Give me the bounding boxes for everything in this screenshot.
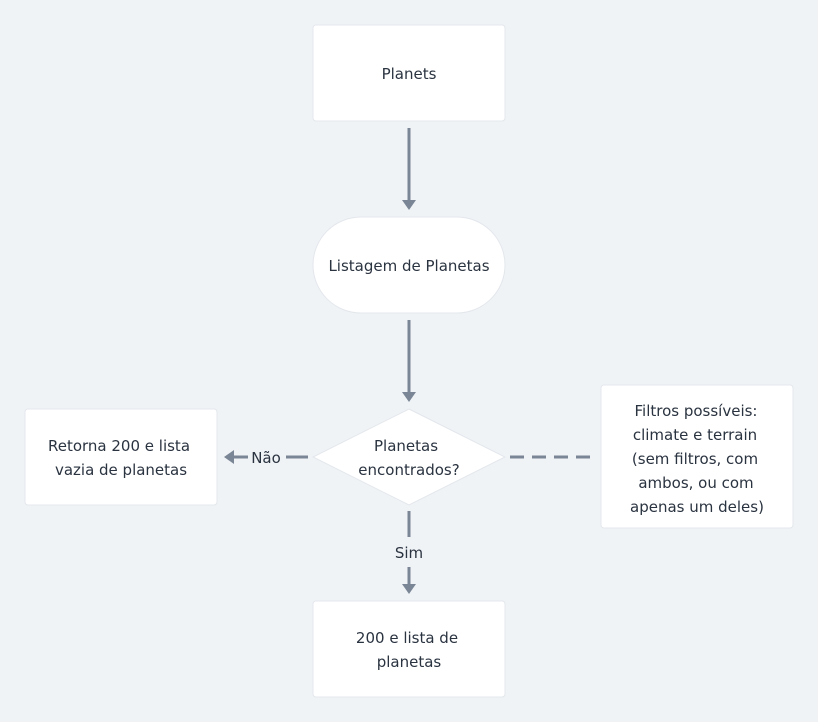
node-note-box (600, 384, 794, 529)
arrowhead-planets-to-listagem (402, 200, 416, 210)
node-note-label-line1: Filtros possíveis: (635, 402, 758, 420)
node-result: 200 e lista de planetas (312, 600, 506, 698)
node-note-label-line2: climate e terrain (633, 426, 757, 444)
edge-label-yes: Sim (395, 544, 423, 562)
node-result-label-line2: planetas (377, 653, 442, 671)
node-note-label-line3: (sem filtros, com (632, 450, 758, 468)
node-planets: Planets (312, 24, 506, 122)
node-result-box (312, 600, 506, 698)
node-listagem-label: Listagem de Planetas (328, 257, 489, 275)
node-note: Filtros possíveis: climate e terrain (se… (600, 384, 794, 529)
node-result-label-line1: 200 e lista de (356, 629, 458, 647)
node-empty-box (24, 408, 218, 506)
arrowhead-decision-to-result (402, 584, 416, 594)
node-listagem-box (312, 216, 506, 314)
node-listagem: Listagem de Planetas (312, 216, 506, 314)
node-planets-label: Planets (382, 65, 437, 83)
connectors (224, 128, 592, 594)
node-decision-diamond (311, 408, 507, 506)
node-empty-label-line2: vazia de planetas (55, 461, 187, 479)
arrowhead-decision-to-empty (224, 450, 234, 464)
node-note-label-line5: apenas um deles) (630, 498, 764, 516)
arrowhead-listagem-to-decision (402, 392, 416, 402)
node-decision: Planetas encontrados? (311, 408, 507, 506)
node-decision-label-line1: Planetas (374, 437, 438, 455)
node-note-label-line4: ambos, ou com (638, 474, 753, 492)
edge-label-no: Não (251, 449, 281, 467)
node-empty-label-line1: Retorna 200 e lista (48, 437, 190, 455)
node-empty: Retorna 200 e lista vazia de planetas (24, 408, 218, 506)
node-planets-box (312, 24, 506, 122)
node-decision-label-line2: encontrados? (358, 461, 459, 479)
